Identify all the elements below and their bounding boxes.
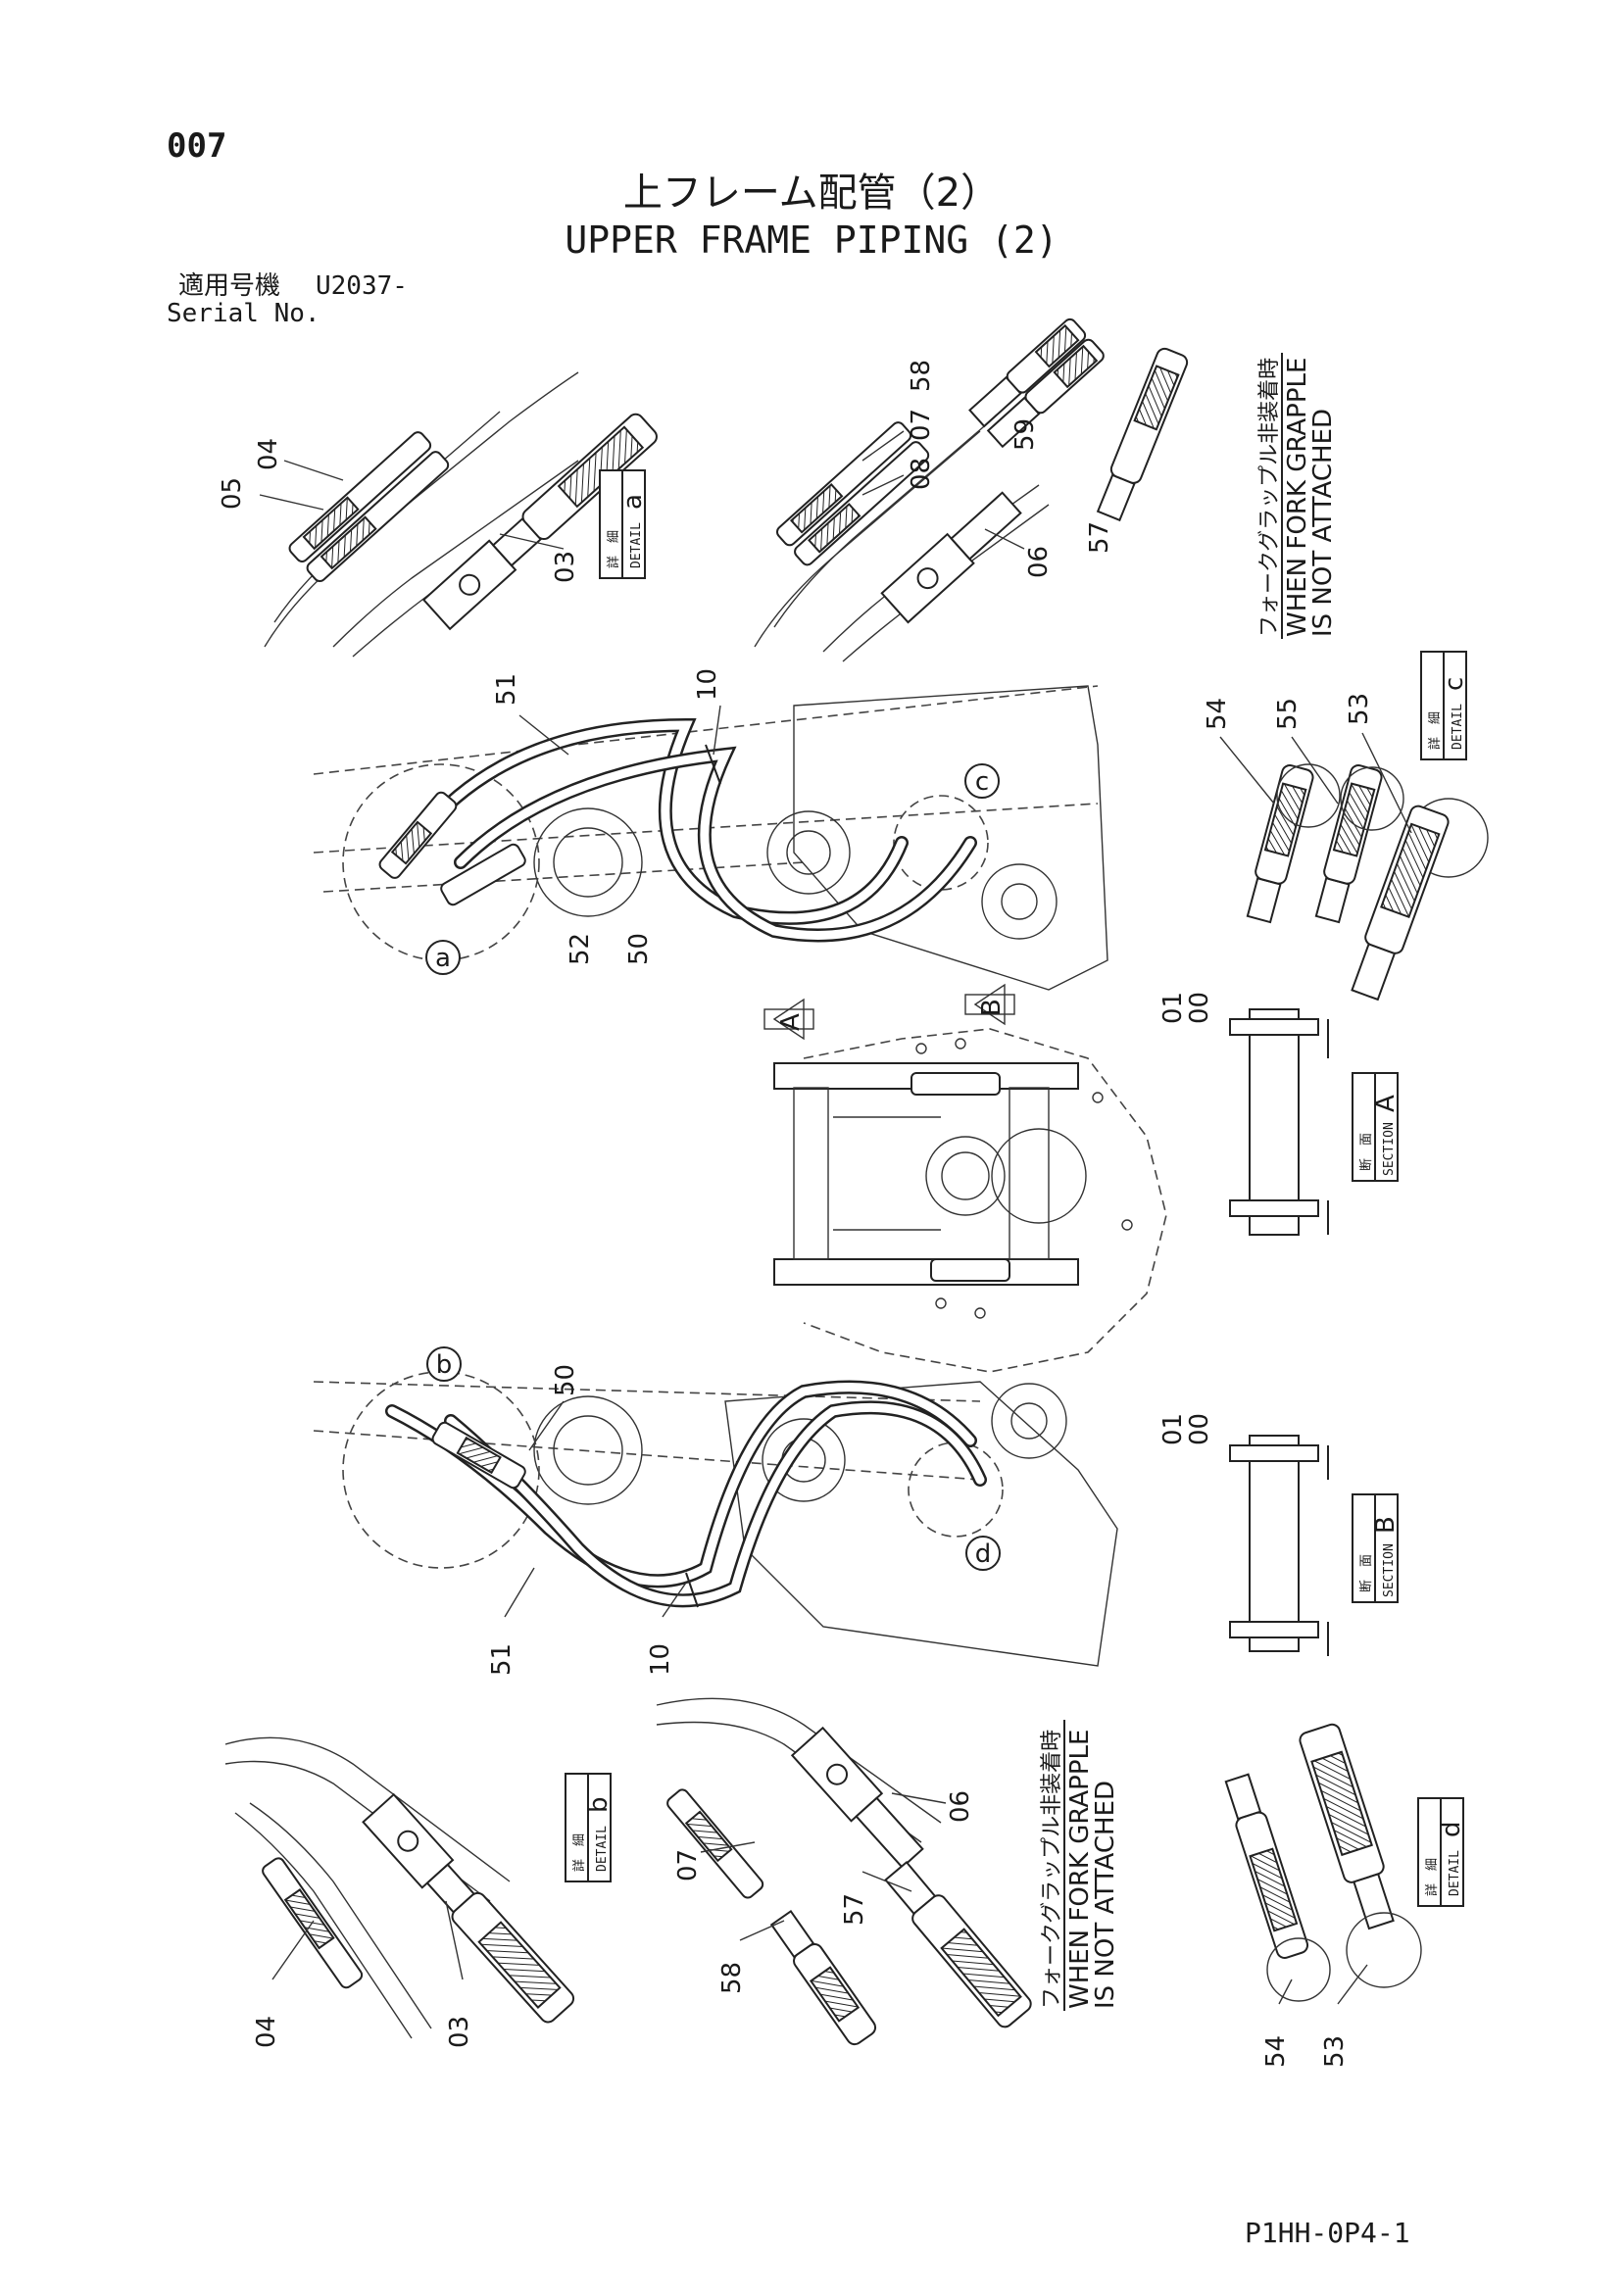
svg-text:d: d: [975, 1539, 992, 1569]
callout-51-top: 51: [492, 673, 521, 706]
svg-text:断 面: 断 面: [1359, 1554, 1374, 1592]
detail-a-tag: 詳 細 DETAIL a: [599, 469, 648, 579]
callout-52: 52: [566, 933, 595, 965]
svg-text:WHEN FORK GRAPPLE: WHEN FORK GRAPPLE: [1065, 1730, 1095, 2009]
circle-label-a: [425, 940, 461, 975]
svg-text:DETAIL: DETAIL: [1448, 1850, 1462, 1896]
callout-50-bottom: 50: [551, 1364, 580, 1396]
circle-label-d: [965, 1536, 1001, 1571]
callout-07-bottom: 07: [673, 1849, 703, 1881]
callout-54-top: 54: [1203, 698, 1232, 730]
callout-00-b: 00: [1185, 1413, 1214, 1445]
callout-54-bottom: 54: [1261, 2035, 1291, 2068]
svg-text:b: b: [436, 1350, 453, 1380]
svg-text:A: A: [1371, 1095, 1401, 1112]
callout-57-bottom: 57: [840, 1893, 869, 1926]
section-a-drawing: [1229, 1008, 1329, 1236]
callout-59: 59: [1010, 418, 1040, 451]
serial-label-english: Serial No.: [167, 299, 320, 328]
callout-03: 03: [551, 551, 580, 583]
svg-text:IS NOT ATTACHED: IS NOT ATTACHED: [1091, 1781, 1120, 2009]
svg-text:a: a: [618, 494, 648, 510]
detail-b-tag: 詳 細 DETAIL b: [565, 1773, 614, 1882]
callout-53-bottom: 53: [1320, 2035, 1350, 2068]
svg-text:c: c: [975, 767, 989, 797]
callout-10-bottom: 10: [646, 1643, 675, 1676]
svg-text:WHEN FORK GRAPPLE: WHEN FORK GRAPPLE: [1283, 358, 1312, 637]
svg-text:IS NOT ATTACHED: IS NOT ATTACHED: [1308, 409, 1338, 637]
svg-text:d: d: [1437, 1821, 1466, 1837]
callout-55: 55: [1273, 698, 1303, 730]
title-japanese: 上フレーム配管（2）: [623, 171, 1000, 216]
callout-58-bottom: 58: [717, 1962, 747, 1994]
detail-d-drawing: [1224, 1723, 1422, 2002]
detail-d-tag: 詳 細 DETAIL d: [1417, 1797, 1466, 1907]
view-arrow-a: A: [763, 998, 814, 1041]
svg-text:詳 細: 詳 細: [606, 530, 621, 568]
view-arrow-b: B: [964, 983, 1015, 1026]
svg-text:DETAIL: DETAIL: [1451, 704, 1465, 750]
callout-08: 08: [907, 458, 936, 490]
frame-plan-view: [773, 1028, 1167, 1373]
note-fork-grapple-bottom: フォークグラップル非装着時 WHEN FORK GRAPPLE IS NOT A…: [1040, 1720, 1120, 2011]
upper-frame-view-1: [313, 685, 1108, 991]
detail-b-drawing: [224, 1736, 575, 2039]
svg-text:B: B: [1371, 1516, 1401, 1534]
page-number: 007: [167, 126, 226, 166]
svg-text:フォークグラップル非装着時: フォークグラップル非装着時: [1040, 1730, 1064, 2009]
callout-10-top: 10: [693, 668, 722, 701]
detail-c-tag: 詳 細 DETAIL c: [1420, 651, 1469, 760]
svg-text:詳 細: 詳 細: [1427, 711, 1443, 750]
callout-58: 58: [907, 360, 936, 392]
callout-57: 57: [1085, 521, 1114, 554]
section-a-tag: 断 面 SECTION A: [1352, 1072, 1401, 1182]
section-b-drawing: [1229, 1435, 1329, 1656]
callout-05: 05: [218, 477, 247, 510]
drawing-code: P1HH-0P4-1: [1245, 2217, 1410, 2249]
section-b-tag: 断 面 SECTION B: [1352, 1493, 1401, 1603]
callout-01-a: 01: [1158, 992, 1188, 1024]
svg-text:b: b: [584, 1796, 614, 1813]
svg-text:B: B: [977, 999, 1007, 1016]
svg-text:フォークグラップル非装着時: フォークグラップル非装着時: [1257, 358, 1282, 637]
callout-04: 04: [254, 438, 283, 470]
detail-bottom-middle-drawing: [656, 1697, 1032, 2046]
circle-label-b: [426, 1346, 462, 1382]
svg-text:SECTION: SECTION: [1382, 1543, 1397, 1597]
title-english: UPPER FRAME PIPING (2): [565, 219, 1058, 262]
note-fork-grapple-top: フォークグラップル非装着時 WHEN FORK GRAPPLE IS NOT A…: [1257, 353, 1338, 639]
upper-frame-view-2: [313, 1371, 1118, 1667]
callout-01-b: 01: [1158, 1413, 1188, 1445]
detail-a-drawing: [264, 371, 658, 658]
svg-text:DETAIL: DETAIL: [629, 522, 644, 568]
svg-text:DETAIL: DETAIL: [595, 1826, 610, 1872]
svg-text:a: a: [435, 944, 451, 973]
callout-06-bottom: 06: [946, 1790, 975, 1823]
serial-value: U2037-: [316, 271, 408, 301]
svg-text:A: A: [776, 1013, 806, 1031]
svg-text:断 面: 断 面: [1359, 1133, 1374, 1171]
circle-label-c: [964, 763, 1000, 799]
svg-text:c: c: [1440, 677, 1469, 691]
callout-06: 06: [1024, 546, 1054, 578]
callout-51-bottom: 51: [487, 1643, 517, 1676]
svg-text:SECTION: SECTION: [1382, 1122, 1397, 1176]
callout-07: 07: [907, 409, 936, 441]
serial-label-japanese: 適用号機: [178, 271, 280, 301]
callout-50-top: 50: [624, 933, 654, 965]
detail-top-middle-drawing: [754, 318, 1189, 662]
svg-text:詳 細: 詳 細: [571, 1833, 587, 1872]
callout-00-a: 00: [1185, 992, 1214, 1024]
callout-53-top: 53: [1345, 693, 1374, 725]
svg-text:詳 細: 詳 細: [1424, 1858, 1440, 1896]
callout-03-bottom: 03: [445, 2016, 474, 2048]
callout-04-bottom: 04: [252, 2016, 281, 2048]
detail-c-drawing: [1246, 763, 1489, 1001]
